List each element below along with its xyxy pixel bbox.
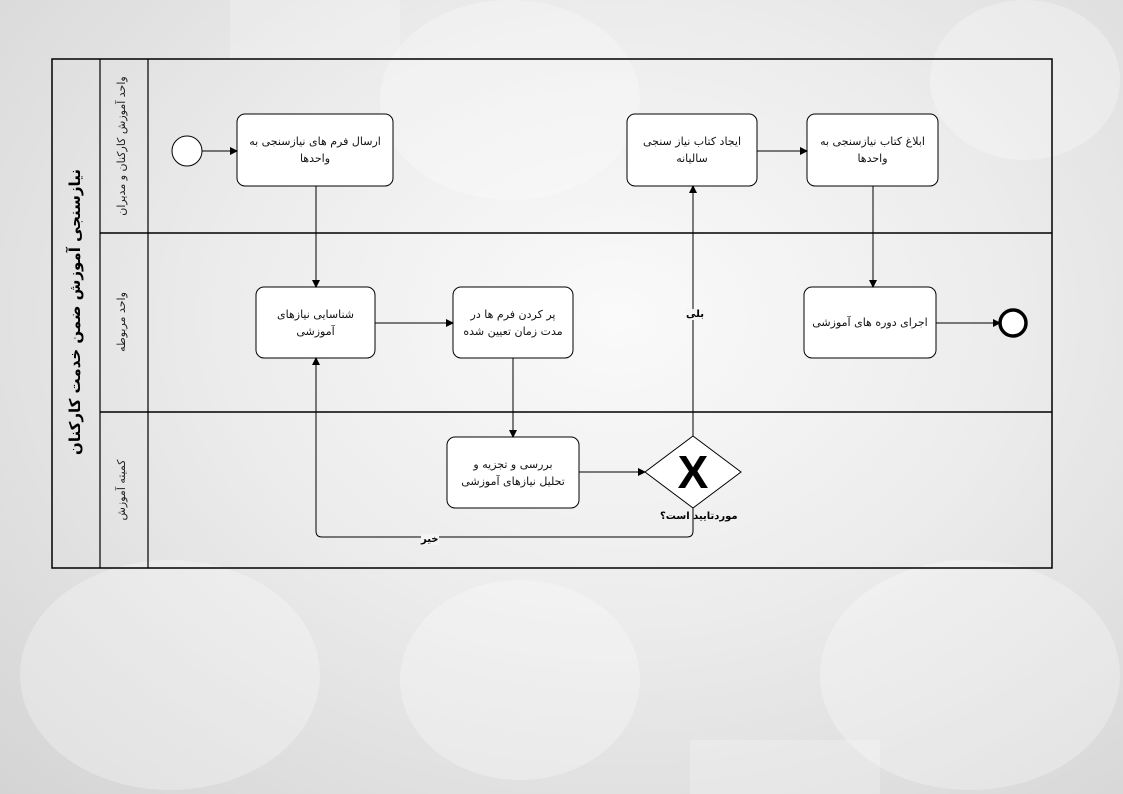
sequence-flow-no xyxy=(312,357,694,538)
task-fill-forms[interactable]: پر کردن فرم ها در مدت زمان تعیین شده xyxy=(463,307,563,338)
lane-label-related-unit: واحد مربوطه xyxy=(115,292,128,352)
task-identify-needs[interactable]: شناسایی نیازهای آموزشی xyxy=(277,307,354,338)
gateway-x-icon: X xyxy=(677,446,709,498)
pool-border xyxy=(51,58,1053,569)
pool-title: نیازسنجی آموزش ضمن خدمت کارکنان xyxy=(66,169,84,455)
flow-label-no: خیر xyxy=(421,534,439,545)
end-event xyxy=(998,308,1028,338)
gateway-question: موردتایید است؟ xyxy=(660,511,738,522)
lane-label-training-unit: واحد آموزش کارکنان و مدیران xyxy=(115,76,128,216)
background-square xyxy=(230,0,400,60)
background-square xyxy=(690,740,880,794)
background-circle xyxy=(400,580,640,780)
task-review-needs[interactable]: بررسی و تجزیه و تحلیل نیازهای آموزشی xyxy=(461,457,565,488)
task-send-forms[interactable]: ارسال فرم های نیازسنجی به واحدها xyxy=(249,135,381,165)
lane-label-training-committee: کمیته آموزش xyxy=(115,459,128,521)
background-circle xyxy=(20,560,320,790)
background-circle xyxy=(930,0,1120,160)
task-notify-book[interactable]: ابلاغ کتاب نیازسنجی به واحدها xyxy=(820,135,925,165)
background-circle xyxy=(820,560,1120,790)
flow-label-yes: بلی xyxy=(686,309,704,320)
task-create-book[interactable]: ایجاد کتاب نیاز سنجی سالیانه xyxy=(642,135,742,165)
start-event xyxy=(171,135,203,167)
task-run-courses[interactable]: اجرای دوره های آموزشی xyxy=(812,316,928,329)
background-circle xyxy=(380,0,640,200)
